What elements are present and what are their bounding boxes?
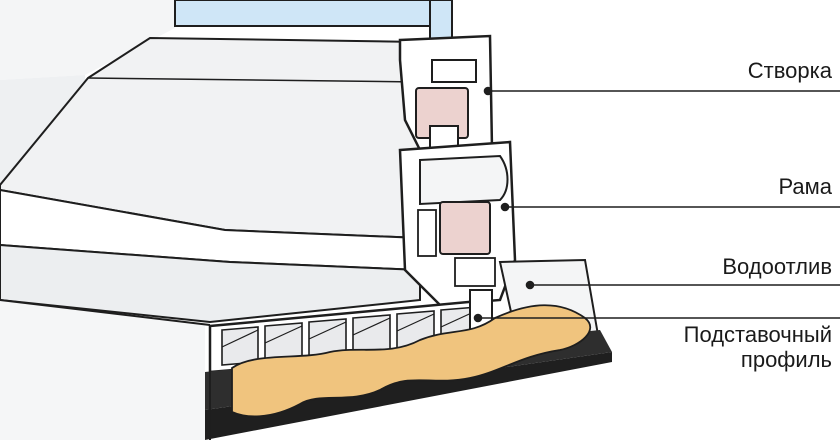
label-support-line1: Подставочный	[683, 322, 832, 347]
sash-leader-dot	[483, 86, 493, 96]
label-frame: Рама	[778, 174, 832, 199]
label-sash-text: Створка	[747, 58, 832, 83]
label-drip-text: Водоотлив	[722, 254, 832, 279]
frame-profile	[398, 140, 517, 307]
window-sill	[0, 36, 421, 324]
drip-leader-dot	[525, 280, 535, 290]
frame-leader-dot	[500, 202, 510, 212]
frame-reinforcement	[439, 201, 491, 255]
glass-pane	[174, 0, 438, 27]
leader-lines	[473, 86, 840, 323]
label-support-line2: профиль	[740, 347, 832, 372]
mounting-foam	[0, 299, 612, 440]
sash-profile	[398, 34, 494, 152]
label-drip: Водоотлив	[722, 254, 832, 279]
support-leader-dot	[473, 313, 483, 323]
label-frame-text: Рама	[778, 174, 832, 199]
label-sash: Створка	[748, 58, 832, 83]
label-support-profile: Подставочный профиль	[684, 322, 832, 372]
